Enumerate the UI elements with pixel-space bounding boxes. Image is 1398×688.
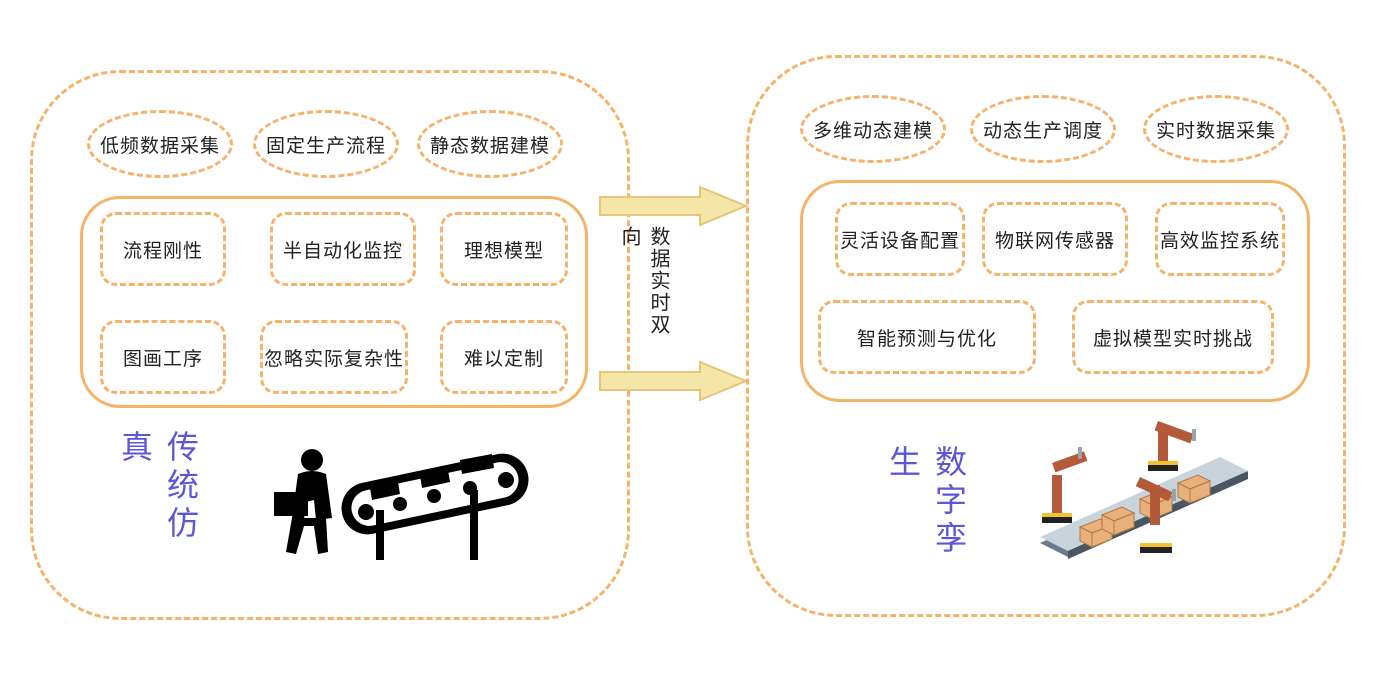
- digital-feature-panel: [800, 180, 1310, 402]
- digital-box-efficient-monitoring: 高效监控系统: [1155, 202, 1285, 276]
- traditional-oval-1: 低频数据采集: [87, 110, 233, 178]
- digital-oval-2: 动态生产调度: [970, 95, 1116, 163]
- top-arrow: [599, 185, 749, 227]
- conveyor-worker-illustration: [274, 449, 529, 560]
- traditional-box-ideal-model: 理想模型: [440, 212, 568, 286]
- traditional-oval-2: 固定生产流程: [253, 110, 399, 178]
- realtime-bidirectional-label: 数据实时双向: [618, 226, 671, 336]
- digital-box-flexible-equipment: 灵活设备配置: [835, 202, 965, 276]
- traditional-simulation-panel: [30, 70, 630, 620]
- traditional-box-ignore-complexity: 忽略实际复杂性: [260, 320, 408, 394]
- traditional-title: 传统仿真: [116, 430, 200, 544]
- digital-box-smart-prediction: 智能预测与优化: [818, 300, 1036, 374]
- traditional-box-rigid-process: 流程刚性: [100, 212, 226, 286]
- digital-box-virtual-model-challenge: 虚拟模型实时挑战: [1072, 300, 1274, 374]
- bottom-arrow: [599, 360, 749, 402]
- digital-box-iot-sensors: 物联网传感器: [982, 202, 1128, 276]
- traditional-feature-panel: [80, 196, 588, 408]
- digital-oval-1: 多维动态建模: [800, 95, 946, 163]
- robot-assembly-line-illustration: [1040, 421, 1248, 559]
- digital-oval-3: 实时数据采集: [1143, 95, 1289, 163]
- traditional-box-hard-customize: 难以定制: [440, 320, 568, 394]
- digital-twin-panel: [746, 55, 1346, 617]
- digital-twin-title: 数字孪生: [884, 445, 968, 559]
- traditional-box-drawing-procedure: 图画工序: [100, 320, 226, 394]
- traditional-oval-3: 静态数据建模: [417, 110, 563, 178]
- traditional-box-semi-auto-monitor: 半自动化监控: [270, 212, 416, 286]
